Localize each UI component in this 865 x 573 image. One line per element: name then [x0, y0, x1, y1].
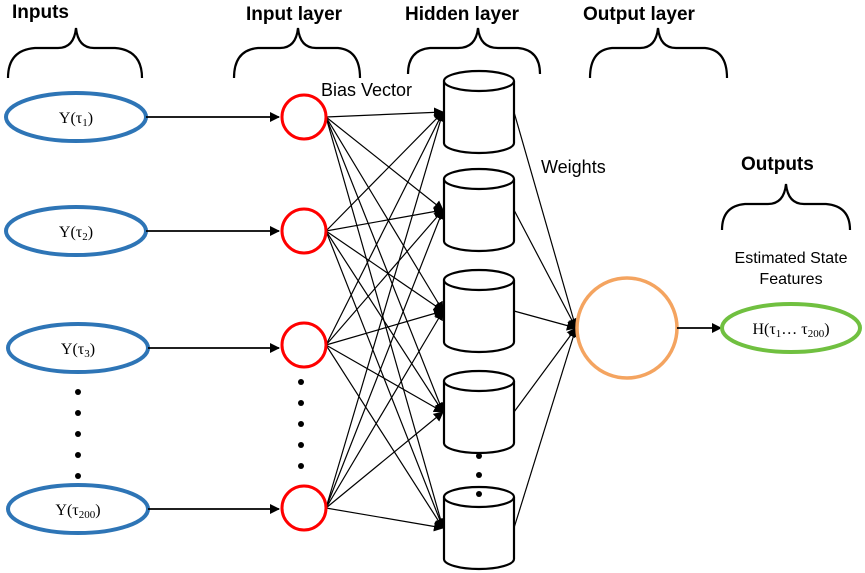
- input-ellipsis-dots: [75, 389, 81, 479]
- input-layer-node-2: [280, 207, 328, 255]
- edge-input-2-hidden-4: [325, 230, 444, 413]
- header-hidden-layer: Hidden layer: [405, 4, 520, 25]
- input-label-1: Y(τ1): [59, 110, 93, 129]
- input-layer-node-1: [280, 93, 328, 141]
- edge-hidden-5-output: [513, 327, 579, 529]
- bias-vector-label: Bias Vector: [321, 80, 412, 100]
- brace-outputs: [720, 183, 852, 231]
- input-node-1: Y(τ1): [4, 91, 148, 143]
- edge-input-1-hidden-4: [325, 116, 445, 413]
- input-layer-node-200: [280, 484, 328, 532]
- edge-input-2-hidden-2: [325, 206, 444, 232]
- edge-input-4-hidden-5: [325, 507, 444, 532]
- edge-input-2-hidden-3: [325, 230, 444, 312]
- cylinder-icon: [442, 69, 516, 155]
- brace-output-layer: [588, 27, 729, 79]
- edge-input-4-hidden-4: [325, 411, 444, 509]
- estimated-label-line1: Estimated State: [735, 250, 848, 267]
- edge-input-4-hidden-1: [325, 111, 446, 509]
- edge-input-3-hidden-3: [325, 308, 444, 346]
- input-label-2: Y(τ2): [59, 224, 93, 243]
- cylinder-icon: [442, 485, 516, 571]
- edge-input-3-hidden-4: [325, 344, 444, 413]
- edge-input-2-hidden-1: [325, 111, 444, 232]
- edge-input-2-hidden-5: [325, 230, 445, 529]
- edge-input-1-hidden-2: [325, 116, 444, 211]
- edge-input-4-hidden-3: [325, 310, 444, 509]
- hidden-layer-ellipsis-dots: [476, 453, 482, 497]
- brace-hidden-layer: [406, 27, 542, 75]
- edges-input-to-hidden: [325, 107, 446, 532]
- input-layer-ellipsis-dots: [298, 379, 304, 469]
- input-label-3: Y(τ3): [61, 341, 95, 360]
- edge-hidden-1-output: [513, 111, 579, 329]
- output-layer-node: [575, 276, 679, 380]
- header-output-layer: Output layer: [583, 4, 696, 25]
- edge-hidden-4-output: [513, 327, 577, 413]
- edge-input-1-hidden-1: [325, 107, 444, 118]
- edge-hidden-3-output: [513, 310, 577, 331]
- input-node-2: Y(τ2): [4, 205, 148, 257]
- edges-hidden-to-output: [513, 111, 579, 529]
- output-node: H(τ1… τ200): [720, 302, 862, 354]
- input-node-3: Y(τ3): [6, 322, 150, 374]
- estimated-label-line2: Features: [759, 271, 822, 288]
- brace-input-layer: [232, 27, 362, 79]
- hidden-layer-nodes: [442, 69, 516, 571]
- header-input-layer: Input layer: [246, 4, 343, 25]
- output-label: H(τ1… τ200): [752, 321, 829, 340]
- input-label-200: Y(τ200): [55, 502, 100, 521]
- brace-inputs: [6, 27, 144, 79]
- edge-input-4-hidden-2: [325, 209, 445, 509]
- edge-input-3-hidden-2: [325, 209, 444, 346]
- cylinder-icon: [442, 167, 516, 253]
- input-layer-node-3: [280, 321, 328, 369]
- cylinder-icon: [442, 369, 516, 455]
- edge-input-1-hidden-3: [325, 116, 444, 312]
- weights-label: Weights: [541, 157, 606, 177]
- edge-input-3-hidden-5: [325, 344, 444, 529]
- edge-hidden-2-output: [513, 209, 577, 329]
- header-inputs: Inputs: [12, 2, 69, 23]
- header-outputs: Outputs: [741, 154, 814, 175]
- edge-input-3-hidden-1: [325, 111, 444, 346]
- cylinder-icon: [442, 268, 516, 354]
- input-node-200: Y(τ200): [6, 483, 150, 535]
